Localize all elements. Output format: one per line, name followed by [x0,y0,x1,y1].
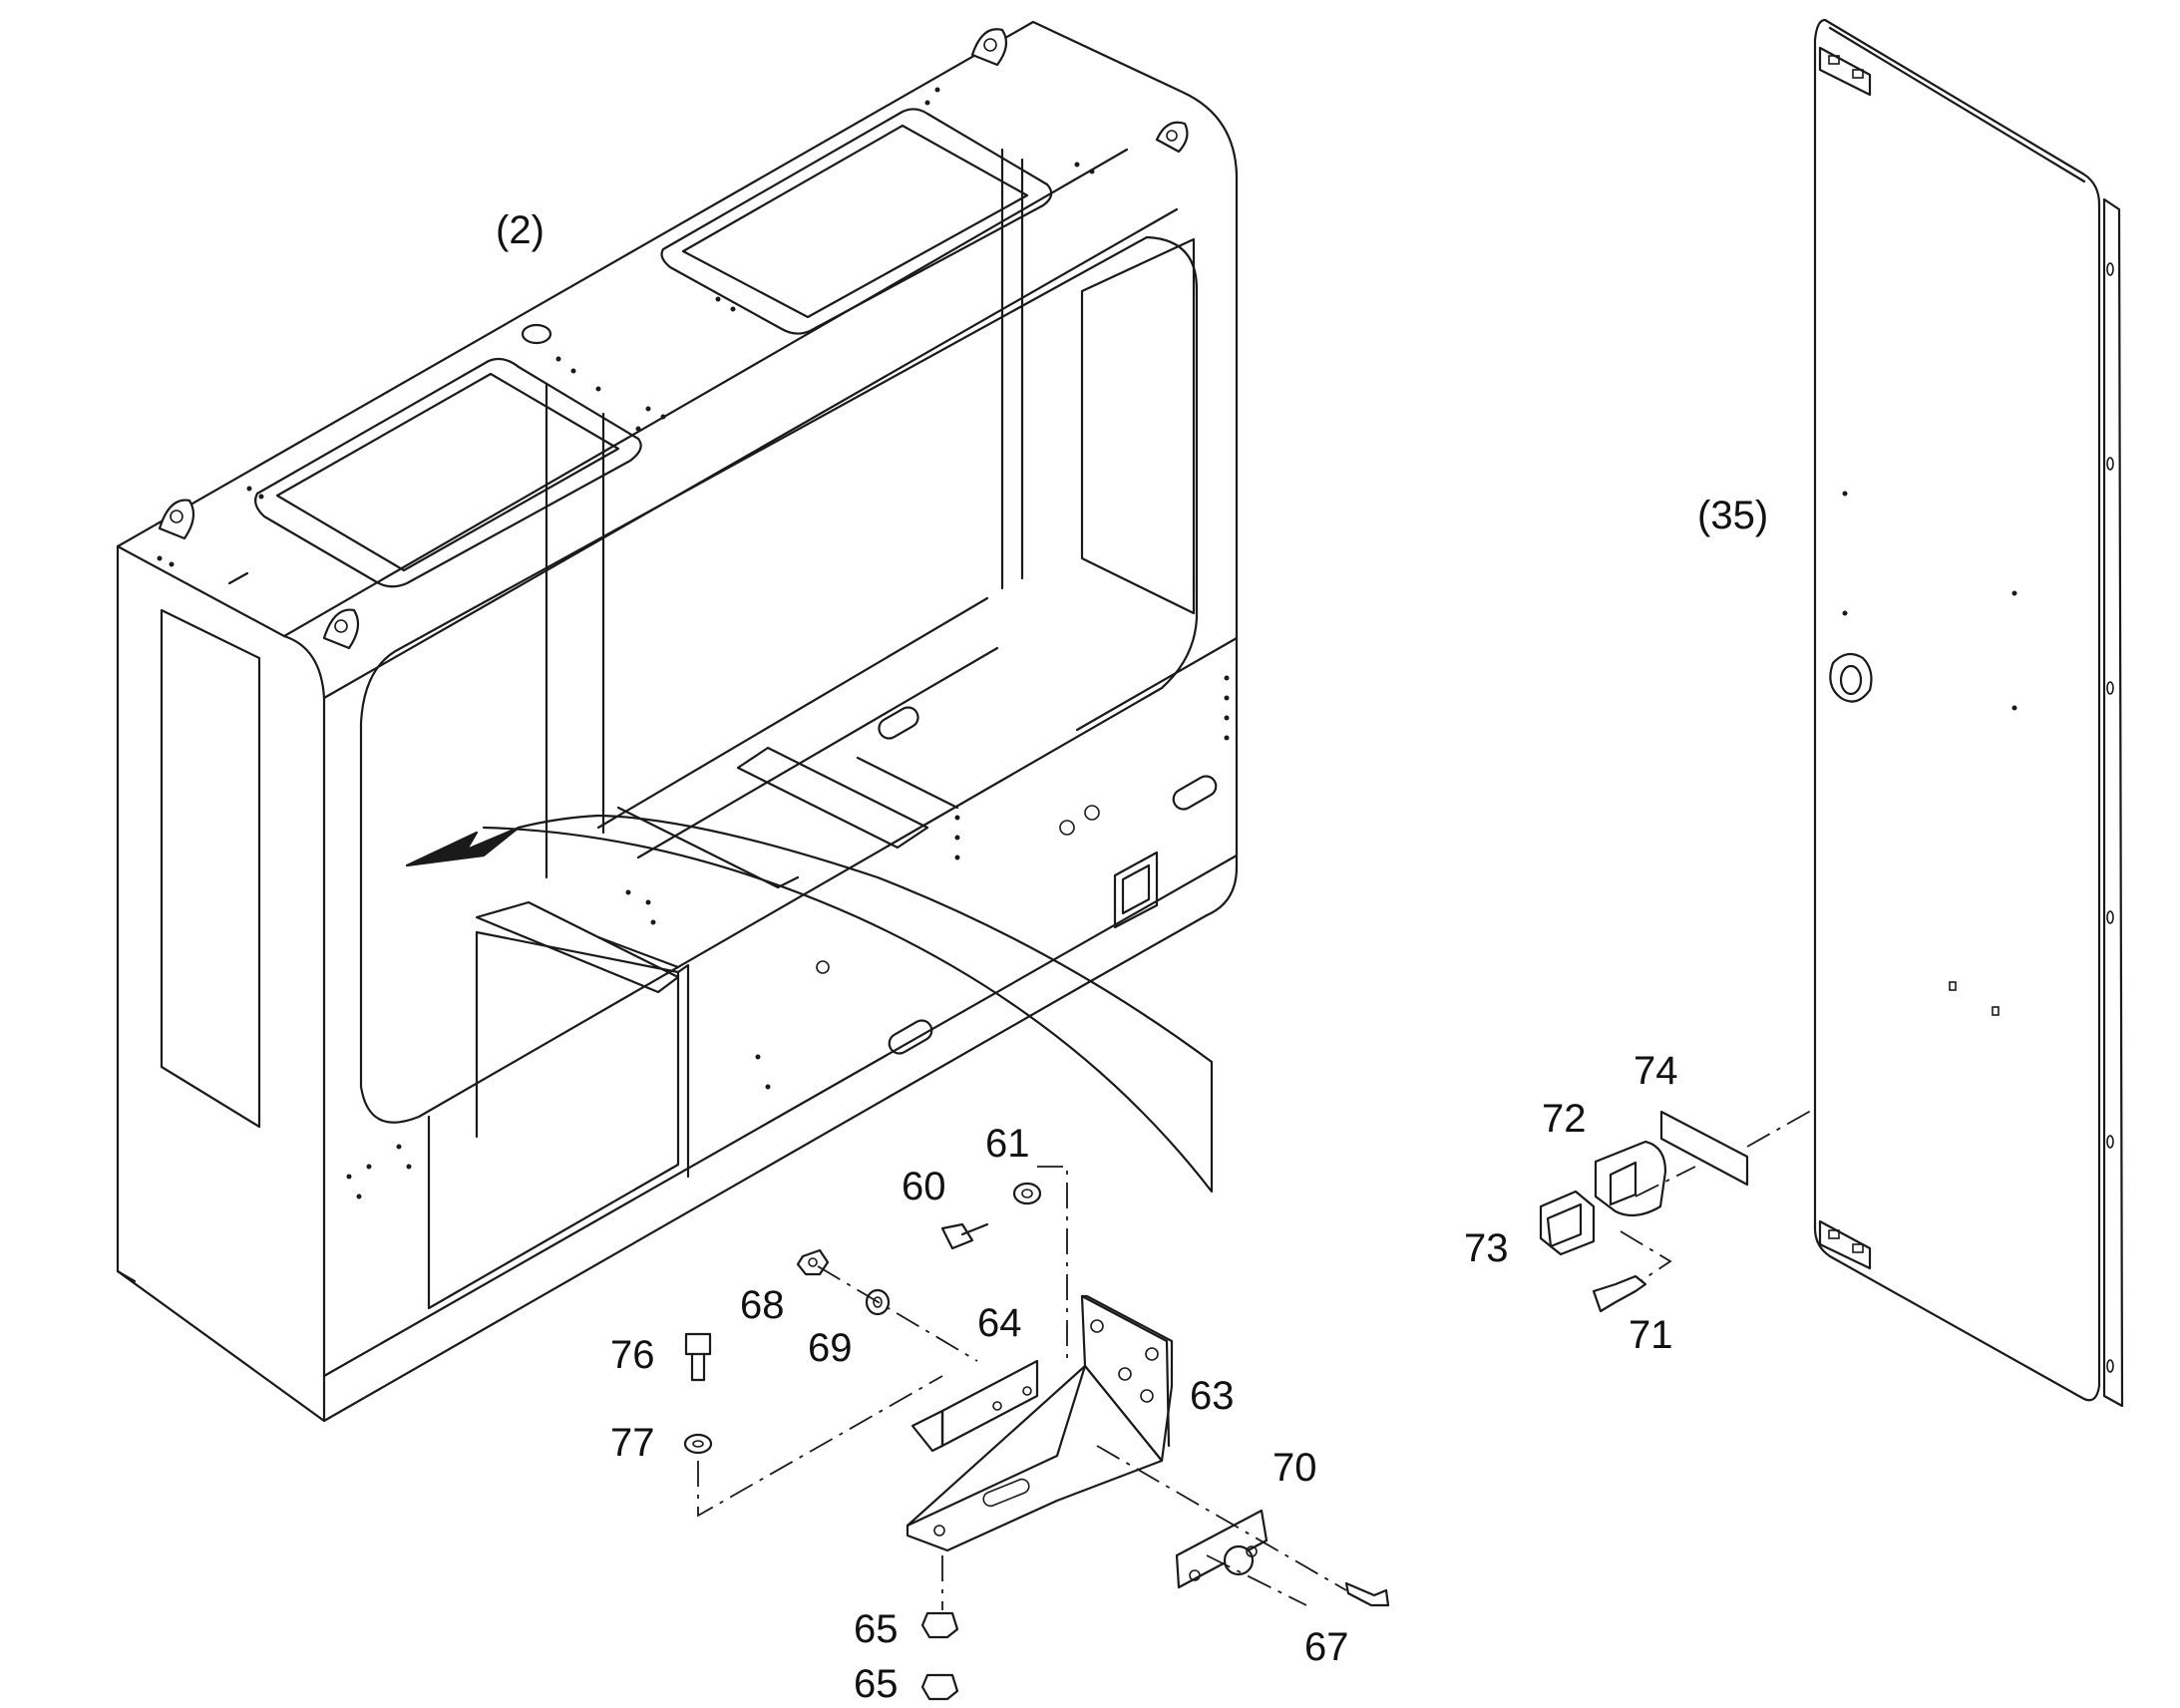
callout-63: 63 [1190,1374,1235,1418]
callout-77: 77 [610,1421,655,1465]
callout-61: 61 [985,1122,1030,1166]
callout-35: (35) [1697,494,1768,537]
callout-73: 73 [1464,1226,1509,1270]
callout-74: 74 [1634,1049,1678,1093]
callout-67: 67 [1304,1625,1349,1669]
housing-frame [116,20,1239,1423]
side-panel [1813,18,2124,1408]
mounting-bracket-assembly [683,1166,1390,1701]
callout-2: (2) [496,208,545,252]
callout-65-upper: 65 [854,1607,899,1651]
callout-60: 60 [902,1165,946,1208]
callout-71: 71 [1629,1313,1673,1357]
callout-69: 69 [808,1326,853,1370]
callout-76: 76 [610,1333,655,1377]
callout-70: 70 [1272,1446,1317,1490]
callout-labels: (2) (35) 60 61 63 64 65 65 67 68 69 70 7… [496,208,1768,1706]
detail-arrow [405,814,1214,1194]
callout-72: 72 [1542,1097,1587,1141]
callout-64: 64 [977,1301,1022,1345]
callout-65-lower: 65 [854,1662,899,1706]
callout-68: 68 [740,1283,785,1327]
